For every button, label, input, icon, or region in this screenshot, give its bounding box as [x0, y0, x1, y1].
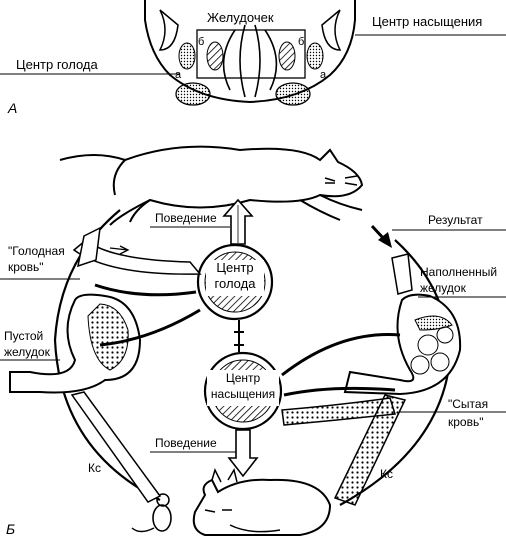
satiety-signal-path-1 [281, 333, 401, 377]
ks-right-label: Кс [380, 467, 393, 481]
full-stomach-label-line1: Наполненный [420, 265, 497, 279]
satiety-nuclei [206, 41, 296, 71]
hunger-center-label-line1: Центр [216, 260, 253, 275]
hungry-blood-label-line2: кровь" [8, 260, 43, 274]
full-blood-label-line1: "Сытая [448, 397, 488, 411]
left-lower-vessel [70, 391, 162, 503]
behavior-label-bottom: Поведение [155, 436, 217, 450]
empty-stomach-label-line2: желудок [4, 345, 51, 359]
satiety-center-node [203, 351, 283, 431]
empty-stomach [9, 293, 142, 394]
result-label: Результат [428, 213, 483, 227]
behavior-arrow-down [227, 429, 259, 478]
empty-stomach-label-line1: Пустой [4, 329, 43, 343]
mouse [131, 493, 172, 533]
inhibition-link [234, 320, 244, 352]
hunting-cat [59, 145, 364, 226]
hunger-center-label-a: Центр голода [16, 57, 98, 72]
panel-b-letter: Б [6, 521, 15, 537]
mark-b-right: б [298, 36, 304, 48]
full-stomach [343, 253, 462, 396]
mark-a-left: a [175, 69, 182, 81]
mark-a-right: a [320, 69, 327, 81]
ks-left-label: Кс [88, 461, 101, 475]
hunger-nuclei [178, 42, 324, 70]
full-stomach-label-line2: желудок [420, 281, 467, 295]
ventricle-label: Желудочек [207, 10, 274, 25]
satiety-center-label-line1: Центр [226, 371, 261, 385]
brain-section [0, 0, 506, 106]
behavior-label-top: Поведение [155, 211, 217, 225]
hunger-center-node [196, 243, 274, 321]
full-blood-label-line2: кровь" [448, 415, 483, 429]
hunger-center-label-line2: голода [215, 276, 257, 291]
panel-a-letter: А [7, 100, 17, 116]
result-arrow [370, 224, 392, 248]
sleeping-cat [192, 467, 332, 536]
hungry-blood-label-line1: "Голодная [8, 244, 65, 258]
full-blood-vessel [281, 394, 407, 506]
mark-b-left: б [198, 36, 204, 48]
hunger-signal-path-1 [94, 283, 197, 297]
satiety-center-label-line2: насыщения [211, 387, 275, 401]
hunger-signal-path-2 [99, 308, 201, 347]
satiety-center-label-a: Центр насыщения [372, 14, 482, 29]
behavior-arrow-up [222, 198, 254, 245]
hungry-blood-vessel [72, 226, 202, 275]
satiety-signal-path-2 [283, 386, 396, 397]
